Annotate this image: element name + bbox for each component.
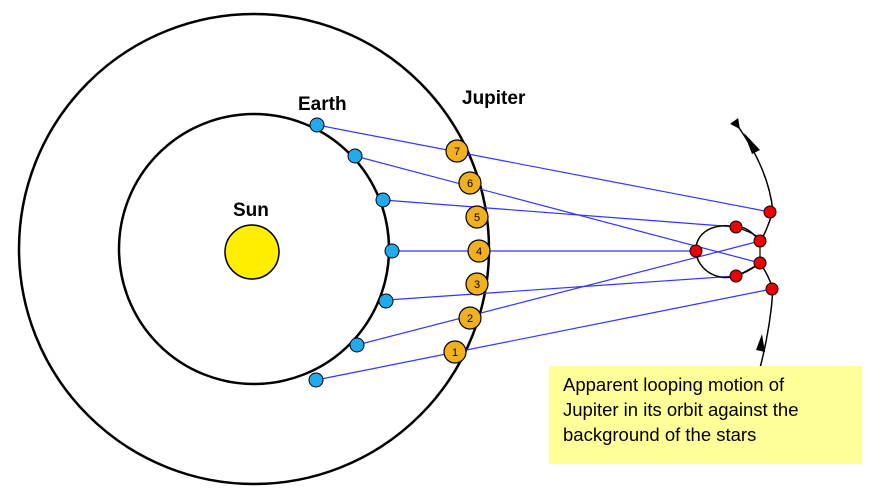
jupiter-position-3: [465, 272, 489, 296]
earth-label: Earth: [298, 94, 347, 115]
jupiter-label: Jupiter: [462, 88, 526, 109]
earth-position-7: [309, 117, 325, 133]
sight-lines: [315, 124, 773, 381]
jupiter-positions: 1 2 3 4 5 6 7: [443, 139, 491, 364]
jupiter-position-1-label: 1: [452, 347, 458, 359]
apparent-positions: [689, 205, 779, 296]
earth-position-1: [308, 372, 324, 388]
earth-position-6: [347, 148, 363, 164]
jupiter-position-4-label: 4: [476, 246, 482, 258]
apparent-position-3: [729, 269, 743, 283]
sight-line-6: [354, 155, 761, 264]
arrowhead-up: [744, 133, 760, 154]
sight-line-7: [316, 124, 771, 213]
earth-position-4: [384, 243, 400, 259]
earth-positions: [308, 117, 400, 388]
jupiter-position-6: [458, 171, 482, 195]
sight-line-1: [315, 288, 773, 381]
star-background-arc-upper: [730, 118, 774, 213]
apparent-position-4: [689, 244, 703, 258]
sight-line-2: [356, 240, 761, 346]
earth-position-3: [378, 293, 394, 309]
jupiter-position-3-label: 3: [474, 279, 480, 291]
jupiter-position-7-label: 7: [454, 146, 460, 158]
jupiter-position-2-label: 2: [467, 313, 473, 325]
jupiter-position-5-label: 5: [474, 212, 480, 224]
apparent-position-7: [763, 205, 777, 219]
sun: [224, 224, 280, 280]
apparent-position-2: [753, 234, 767, 248]
earth-position-2: [349, 337, 365, 353]
apparent-loop-inner: [735, 226, 761, 277]
jupiter-position-6-label: 6: [467, 178, 473, 190]
sight-line-5: [382, 199, 737, 228]
earth-position-5: [375, 192, 391, 208]
jupiter-position-1: [443, 340, 467, 364]
star-background-arc-lower: [759, 288, 774, 369]
annotation-box: Apparent looping motion of Jupiter in it…: [549, 366, 862, 464]
arrowhead-lower: [756, 334, 765, 352]
sun-label: Sun: [233, 200, 269, 221]
apparent-position-1: [765, 282, 779, 296]
apparent-position-5: [729, 220, 743, 234]
jupiter-position-2: [458, 306, 482, 330]
jupiter-position-5: [465, 205, 489, 229]
jupiter-position-7: [445, 139, 469, 163]
apparent-position-6: [753, 256, 767, 270]
sight-line-3: [386, 275, 737, 301]
jupiter-position-4: [467, 239, 491, 263]
